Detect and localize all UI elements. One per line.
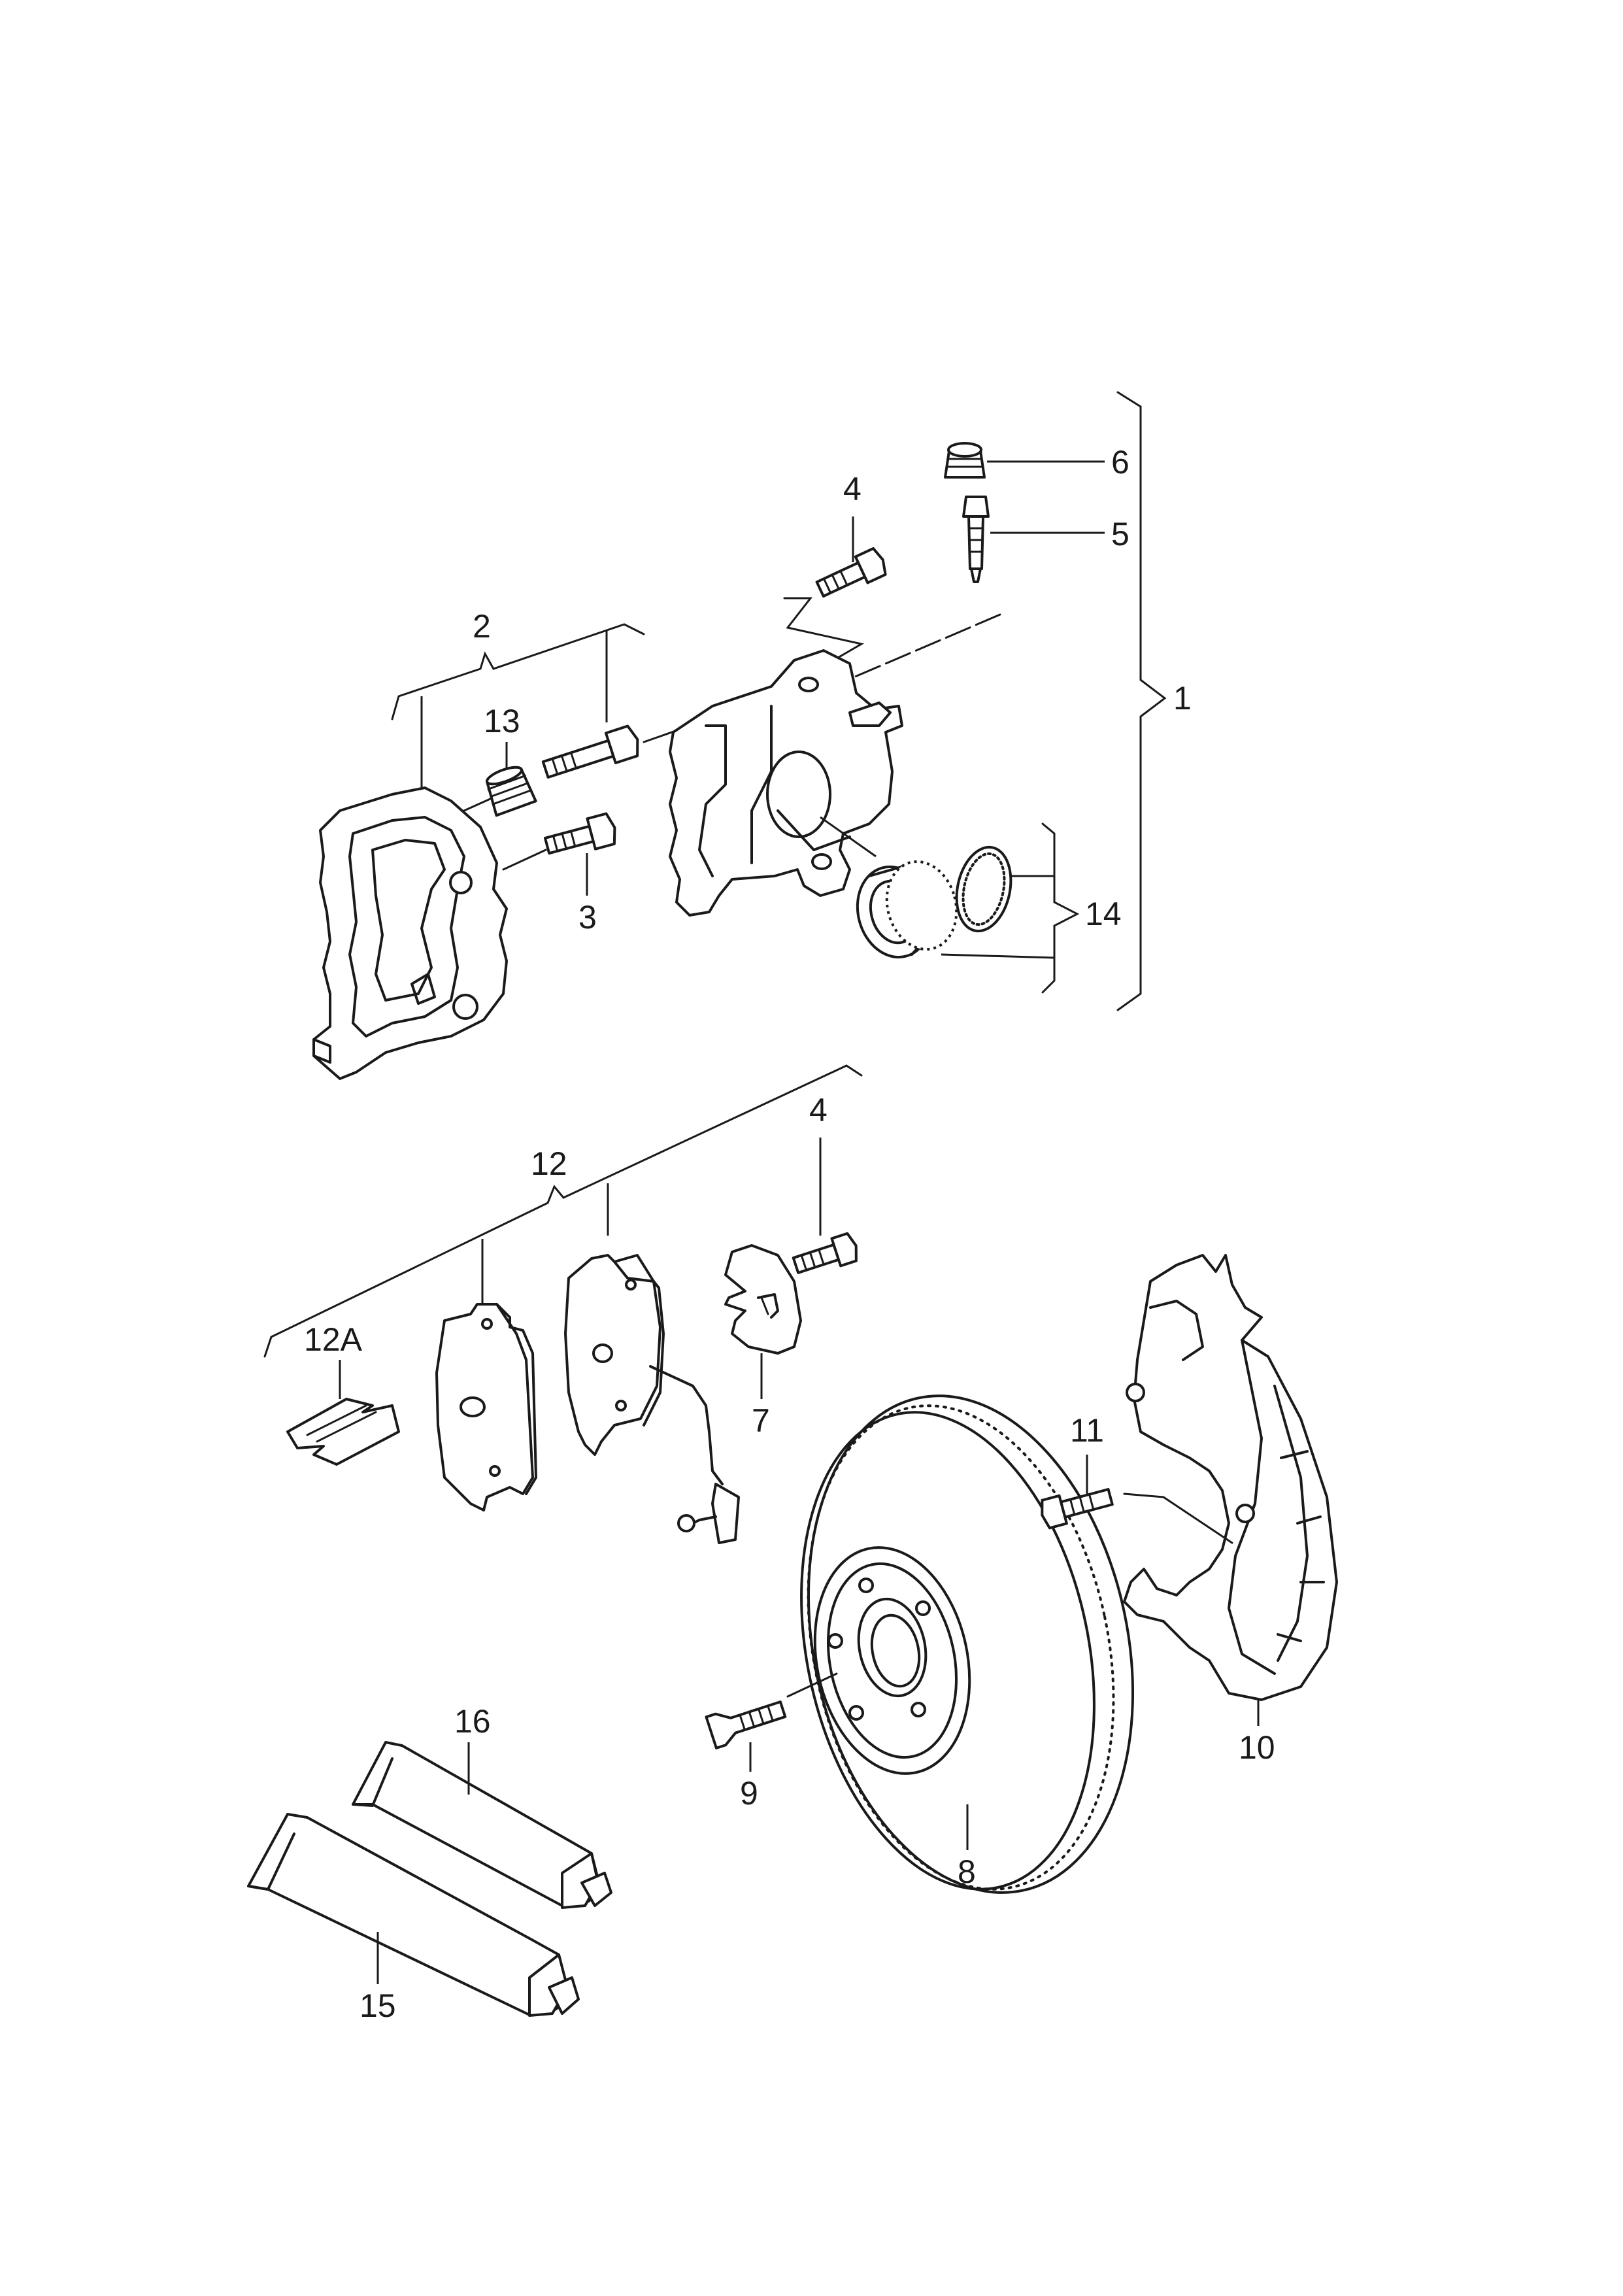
guide-boot-part xyxy=(485,766,537,817)
callout-11: 11 xyxy=(1070,1412,1104,1449)
axis-11 xyxy=(1123,1493,1233,1544)
group-14-bracket xyxy=(1041,822,1080,994)
axis-9 xyxy=(786,1672,838,1698)
guide-pin-part xyxy=(541,724,639,779)
grease-tube-16-part xyxy=(352,1741,612,1909)
carrier-bolt-part xyxy=(543,812,616,855)
callout-12a: 12A xyxy=(304,1321,363,1358)
callout-14: 14 xyxy=(1085,896,1122,932)
axis-housing-piston xyxy=(820,816,877,858)
callout-12: 12 xyxy=(531,1145,567,1182)
anti-noise-plate-part xyxy=(724,1244,802,1355)
disc-screw-part xyxy=(705,1700,787,1749)
group-2-bracket xyxy=(391,623,645,720)
callout-4-top: 4 xyxy=(843,471,862,507)
brake-pad-outer-part xyxy=(564,1254,665,1456)
bleed-cap-part xyxy=(944,442,986,479)
leader-14b xyxy=(941,953,1055,959)
piston-part xyxy=(856,860,958,959)
pad-clip-part xyxy=(286,1398,400,1466)
callout-2: 2 xyxy=(473,608,491,645)
callout-8: 8 xyxy=(958,1853,976,1890)
callout-4-mid: 4 xyxy=(809,1092,828,1128)
callout-6: 6 xyxy=(1111,444,1129,481)
callout-16: 16 xyxy=(454,1703,491,1740)
callout-13: 13 xyxy=(484,703,520,739)
group-1-bracket xyxy=(1116,391,1167,1011)
callout-7: 7 xyxy=(752,1402,770,1439)
group-12-bracket xyxy=(263,1064,863,1358)
axis-4-top xyxy=(783,597,865,662)
shield-bolt-part xyxy=(1041,1488,1114,1530)
callout-15: 15 xyxy=(360,1987,396,2024)
wear-sensor-part xyxy=(649,1365,740,1544)
caliper-bolt-top-part xyxy=(815,547,887,598)
caliper-bolt-mid-part xyxy=(792,1232,858,1274)
grease-tube-15-part xyxy=(247,1813,580,2017)
axis-13 xyxy=(463,798,492,812)
bleed-screw-part xyxy=(962,496,990,583)
callout-5: 5 xyxy=(1111,516,1129,552)
brake-pad-inner-part xyxy=(435,1303,537,1511)
carrier-bracket-part xyxy=(312,786,508,1080)
caliper-housing-part xyxy=(669,649,903,917)
callout-1: 1 xyxy=(1173,680,1192,717)
axis-3 xyxy=(502,849,547,871)
callout-10: 10 xyxy=(1239,1729,1275,1766)
piston-seal-part xyxy=(955,845,1012,933)
callout-9: 9 xyxy=(740,1775,758,1812)
callout-3: 3 xyxy=(578,899,597,936)
splash-shield-part xyxy=(1123,1254,1338,1701)
